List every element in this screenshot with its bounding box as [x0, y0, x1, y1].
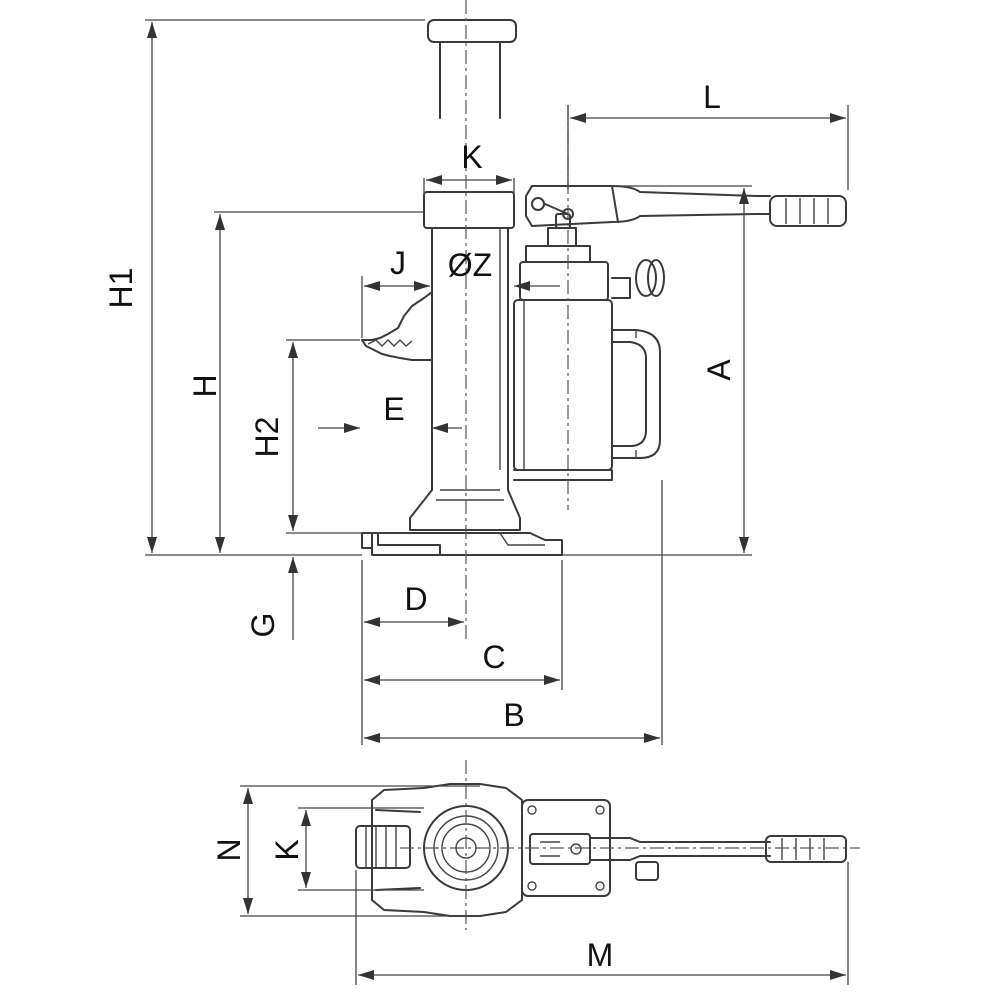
- dim-J: J: [361, 245, 430, 338]
- label-D: D: [404, 581, 427, 617]
- label-N: N: [211, 838, 247, 861]
- label-OZ: ØZ: [448, 247, 492, 283]
- label-B: B: [503, 697, 524, 733]
- dim-OZ: ØZ: [448, 247, 560, 291]
- side-dimensions: H1 H H2 G: [103, 19, 849, 745]
- dim-B: B: [364, 480, 663, 745]
- pump-unit: [513, 213, 665, 481]
- label-J: J: [390, 245, 406, 281]
- dim-K-bottom: K: [269, 807, 424, 891]
- side-view: [361, 0, 847, 640]
- label-L: L: [703, 79, 721, 115]
- dim-L: L: [567, 79, 849, 190]
- dim-K-top: K: [423, 139, 515, 196]
- lifting-toe: [361, 291, 433, 421]
- label-K-bottom: K: [269, 839, 305, 860]
- label-M: M: [587, 937, 614, 973]
- base-plate: [361, 532, 563, 556]
- top-dimensions: N K M: [211, 785, 849, 985]
- dim-A: A: [562, 185, 752, 556]
- dim-N: N: [211, 785, 480, 917]
- label-G: G: [245, 613, 281, 638]
- top-view: [355, 760, 860, 930]
- ram-cap: [427, 19, 517, 119]
- label-H2: H2: [249, 417, 285, 458]
- dim-E: E: [318, 391, 462, 433]
- dim-H2: H2: [249, 339, 410, 534]
- dim-D: D: [361, 560, 464, 745]
- label-C: C: [482, 639, 505, 675]
- dim-C: C: [364, 560, 563, 690]
- pump-handle: [525, 185, 847, 227]
- dim-M: M: [355, 862, 849, 985]
- dim-H: H: [187, 211, 424, 553]
- label-H: H: [187, 374, 223, 397]
- label-A: A: [701, 359, 737, 381]
- label-H1: H1: [103, 268, 139, 309]
- dim-G: G: [245, 557, 298, 640]
- label-K-top: K: [461, 139, 482, 175]
- label-E: E: [383, 391, 404, 427]
- dim-H1: H1: [103, 19, 425, 556]
- cylinder-body: [409, 191, 521, 531]
